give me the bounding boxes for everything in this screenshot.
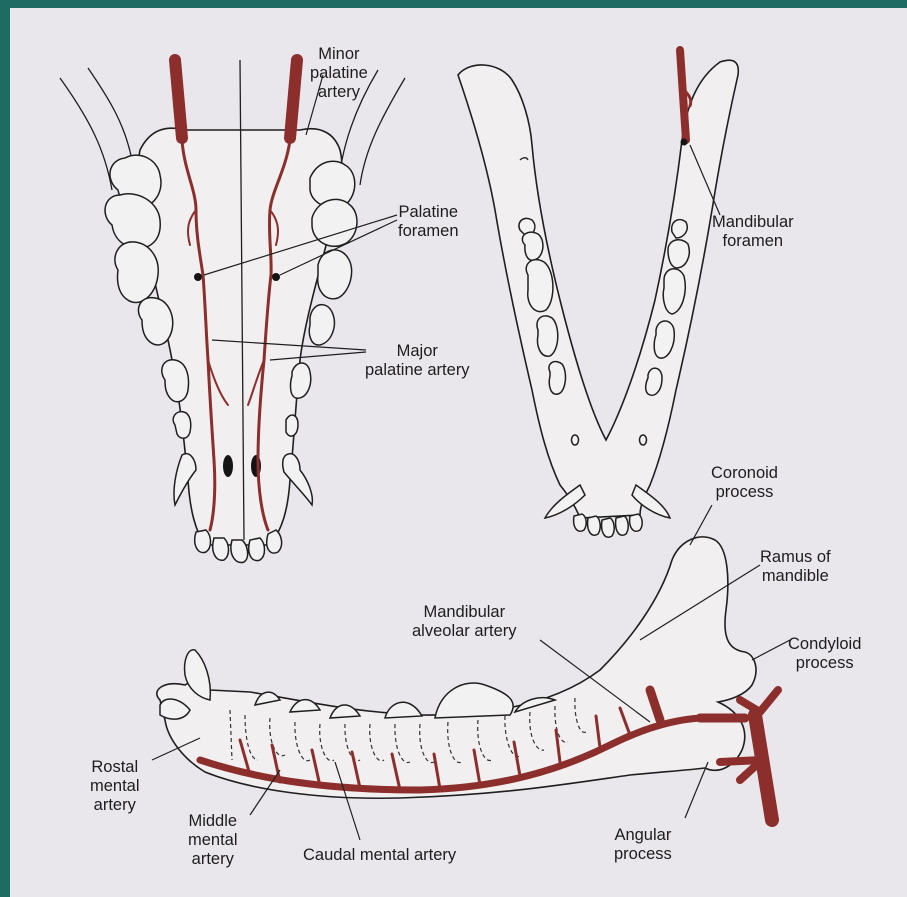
- label-line: mental: [90, 777, 140, 796]
- premolar-right-1: [318, 250, 352, 299]
- premolar-right-3: [291, 363, 311, 398]
- palatine-foramen-right: [272, 273, 280, 281]
- label-line: Caudal mental artery: [303, 846, 456, 865]
- label-line: artery: [90, 796, 140, 815]
- label-line: foramen: [398, 222, 459, 241]
- mandible-tooth-left-5: [549, 362, 566, 395]
- label-line: Angular: [614, 826, 672, 845]
- mandible-dorsal-view: [458, 50, 738, 537]
- premolar-left-3: [162, 360, 189, 402]
- label-major-palatine-artery: Major palatine artery: [365, 342, 470, 380]
- label-line: Middle: [188, 812, 238, 831]
- mandible-tooth-left-3: [526, 260, 553, 312]
- label-coronoid-process: Coronoid process: [711, 464, 778, 502]
- premolar-right-4: [286, 415, 298, 436]
- label-line: Major: [365, 342, 470, 361]
- label-line: process: [788, 654, 861, 673]
- label-mandibular-alveolar-artery: Mandibular alveolar artery: [412, 603, 517, 641]
- premolar-right-2: [309, 305, 334, 345]
- lateral-premolar-4: [385, 702, 422, 718]
- mandible-incisors: [574, 514, 643, 537]
- mandible-tooth-right-2: [668, 240, 689, 268]
- label-line: palatine: [310, 64, 368, 83]
- label-rostal-mental-artery: Rostal mental artery: [90, 758, 140, 815]
- palatine-foramen-left: [194, 273, 202, 281]
- label-line: Mandibular: [412, 603, 517, 622]
- label-line: process: [614, 845, 672, 864]
- mandible-foramen-right-small: [640, 435, 647, 445]
- label-middle-mental-artery: Middle mental artery: [188, 812, 238, 869]
- palate-view: [60, 60, 405, 563]
- label-line: artery: [310, 83, 368, 102]
- label-line: mental: [188, 831, 238, 850]
- label-line: artery: [188, 850, 238, 869]
- mandible-tooth-left-4: [537, 316, 558, 356]
- label-line: foramen: [712, 232, 794, 251]
- minor-palatine-artery-right-trunk: [290, 60, 297, 138]
- label-line: Ramus of: [760, 548, 831, 567]
- label-mandibular-foramen: Mandibular foramen: [712, 213, 794, 251]
- label-line: alveolar artery: [412, 622, 517, 641]
- label-line: Palatine: [398, 203, 459, 222]
- palatine-fissure-left: [223, 455, 233, 477]
- label-line: Rostal: [90, 758, 140, 777]
- inferior-alveolar-artery-dorsal: [680, 50, 686, 140]
- mandible-lateral-view: [157, 537, 778, 820]
- mandible-foramen-left-small: [572, 435, 579, 445]
- label-ramus-of-mandible: Ramus of mandible: [760, 548, 831, 586]
- label-caudal-mental-artery: Caudal mental artery: [303, 846, 456, 865]
- premolar-left-2: [138, 298, 172, 345]
- mandibular-foramen-dot: [681, 139, 688, 146]
- mandible-bone-dorsal: [458, 60, 738, 518]
- premolar-left-4: [173, 412, 191, 439]
- label-line: mandible: [760, 567, 831, 586]
- label-condyloid-process: Condyloid process: [788, 635, 861, 673]
- label-minor-palatine-artery: Minor palatine artery: [310, 45, 368, 102]
- label-line: Minor: [310, 45, 368, 64]
- premolar-left-1: [115, 242, 158, 303]
- minor-palatine-artery-left-trunk: [175, 60, 182, 138]
- label-line: Condyloid: [788, 635, 861, 654]
- leader-condyloid: [752, 640, 790, 660]
- label-angular-process: Angular process: [614, 826, 672, 864]
- label-line: Mandibular: [712, 213, 794, 232]
- label-line: Coronoid: [711, 464, 778, 483]
- label-line: palatine artery: [365, 361, 470, 380]
- label-line: process: [711, 483, 778, 502]
- label-palatine-foramen: Palatine foramen: [398, 203, 459, 241]
- lateral-molar-1: [435, 683, 513, 718]
